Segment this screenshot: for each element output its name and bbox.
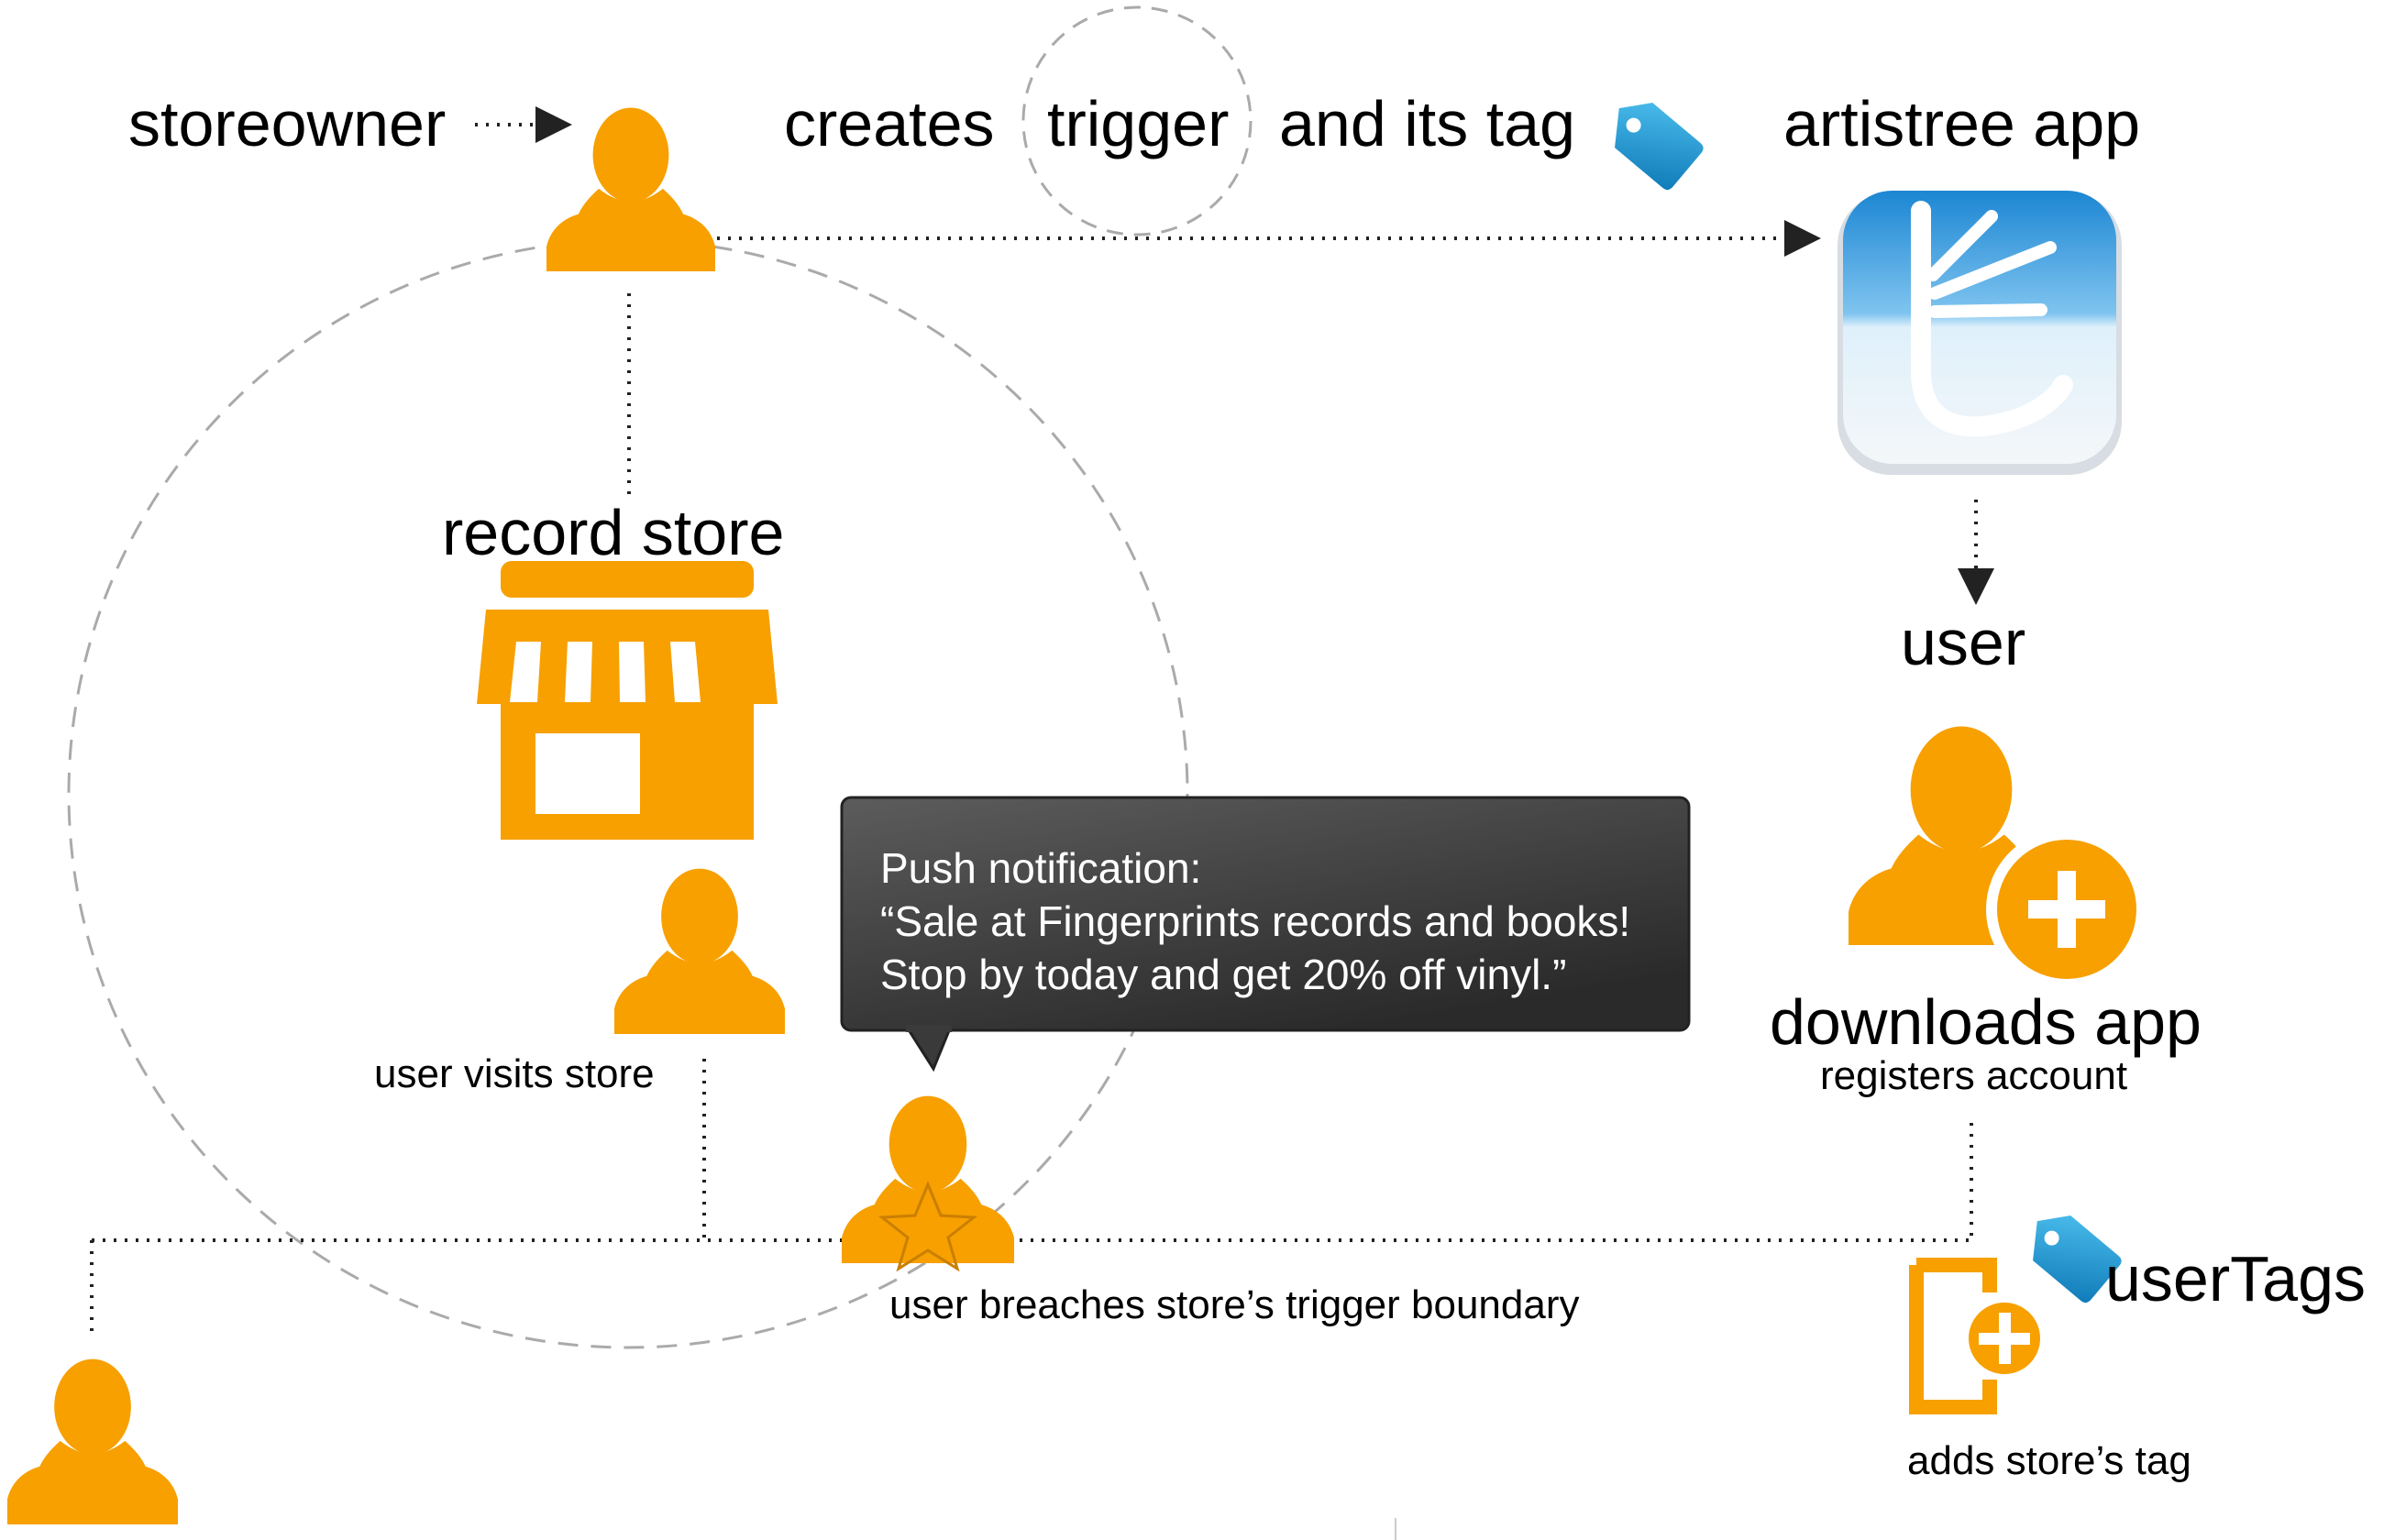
star-icon [877, 1181, 978, 1272]
storeowner-person-icon [546, 107, 715, 271]
visiting-user-icon [614, 868, 785, 1034]
record-store-label: record store [442, 497, 785, 568]
creates-label: creates [784, 88, 995, 160]
downloads-app-label: downloads app [1770, 986, 2202, 1058]
breaching-user-icon [842, 1095, 1014, 1263]
notification-line-3: Stop by today and get 20% off vinyl.” [880, 951, 1567, 998]
adds-store-tag-label: adds store’s tag [1907, 1438, 2191, 1483]
push-notification-bubble [840, 796, 1691, 1072]
user-label: user [1901, 607, 2026, 678]
push-notification-text: Push notification: “Sale at Fingerprints… [880, 842, 1630, 1001]
user-visits-store-label: user visits store [374, 1051, 655, 1096]
registers-account-label: registers account [1820, 1053, 2128, 1098]
user-tags-tag-icon [2033, 1216, 2122, 1304]
notification-line-2: “Sale at Fingerprints records and books! [880, 897, 1631, 945]
store-icon-details [510, 642, 701, 814]
storeowner-label: storeowner [128, 88, 447, 160]
add-user-plus-sign [2028, 871, 2105, 948]
user-breaches-label: user breaches store’s trigger boundary [889, 1282, 1580, 1327]
and-its-tag-label: and its tag [1279, 88, 1575, 160]
user-tags-label: userTags [2105, 1243, 2367, 1314]
notification-line-1: Push notification: [880, 844, 1202, 892]
app-icon [1838, 191, 2122, 475]
app-title-label: artistree app [1783, 88, 2141, 160]
tag-icon [1615, 103, 1704, 191]
trigger-label: trigger [1047, 88, 1230, 160]
bottom-left-user-icon [7, 1358, 178, 1524]
connectors [90, 106, 1994, 1338]
trigger-highlight-circle [1021, 6, 1253, 236]
add-document-icon [1909, 1258, 2046, 1414]
